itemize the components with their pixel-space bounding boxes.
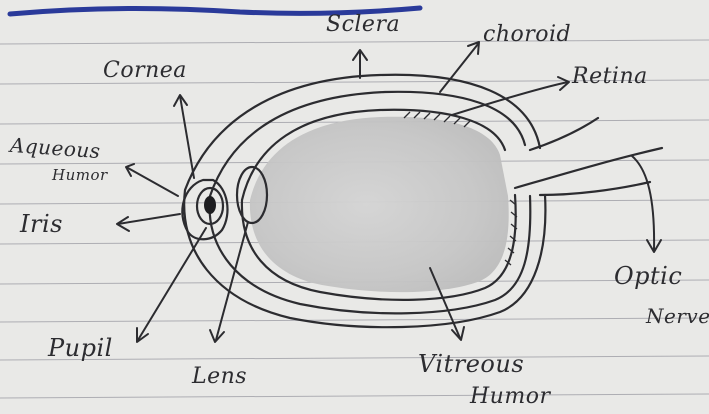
pupil-arrow — [138, 228, 206, 340]
label-optic-nerve: Nerve — [646, 304, 709, 328]
label-sclera: Sclera — [326, 12, 400, 37]
optic-nerve-lower — [540, 182, 650, 195]
label-lens: Lens — [192, 364, 247, 389]
pupil-dot — [204, 196, 216, 214]
aqueous-humor-arrow — [128, 168, 178, 196]
label-cornea: Cornea — [103, 58, 187, 83]
label-choroid: choroid — [483, 22, 571, 47]
label-aqueous-humor: Humor — [52, 166, 108, 184]
label-vitreous-humor: Humor — [470, 384, 550, 409]
retina-arrow — [452, 82, 568, 115]
label-iris: Iris — [20, 210, 63, 238]
label-optic: Optic — [614, 262, 682, 290]
label-vitreous: Vitreous — [418, 350, 524, 378]
label-retina: Retina — [572, 64, 648, 89]
optic-nerve-arrow — [632, 156, 654, 250]
cornea-arrow — [180, 96, 194, 178]
label-pupil: Pupil — [48, 334, 113, 362]
vitreous-shading — [250, 117, 509, 292]
optic-nerve-middle — [515, 148, 662, 188]
iris-arrow — [118, 214, 180, 224]
lens-arrow — [216, 222, 248, 340]
